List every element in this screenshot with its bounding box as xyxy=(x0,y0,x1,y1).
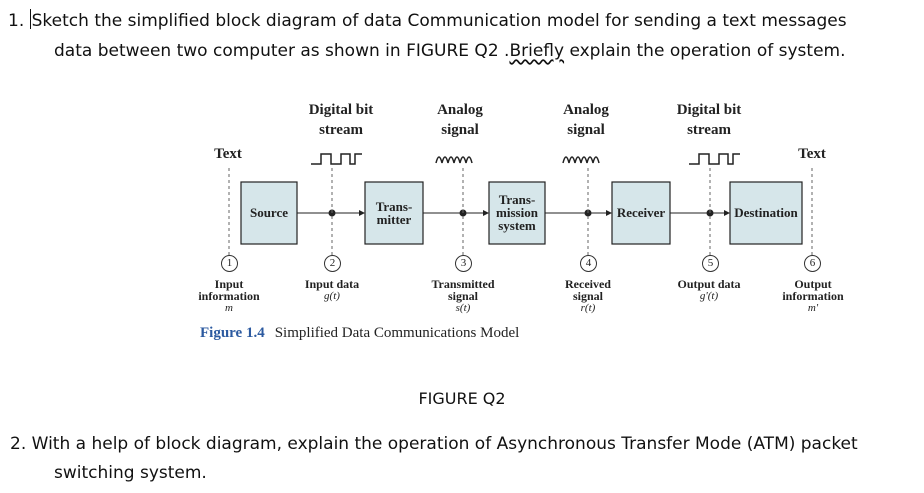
analog-wave-icon-right xyxy=(562,156,600,164)
point-marker-5: 5 xyxy=(702,255,719,272)
arrowhead-4 xyxy=(724,210,730,216)
point-3-symbol: s(t) xyxy=(455,302,471,314)
top-label-analog-signal-left: Analog signal xyxy=(437,102,483,138)
spellcheck-underlined-word[interactable]: Briefly xyxy=(509,41,565,61)
arrowhead-2 xyxy=(483,210,489,216)
point-marker-3: 3 xyxy=(455,255,472,272)
arrowhead-1 xyxy=(359,210,365,216)
figure-caption-number: Figure 1.4 xyxy=(200,325,265,341)
figure-caption: Figure 1.4 Simplified Data Communications… xyxy=(200,325,519,342)
question-1-text-pre: data between two computer as shown in FI… xyxy=(54,41,510,61)
point-1-caption: Input information m xyxy=(186,278,272,314)
question-1-line-1: 1. Sketch the simplified block diagram o… xyxy=(8,7,847,35)
block-label-destination: Destination xyxy=(734,205,798,220)
arrowhead-3 xyxy=(606,210,612,216)
text-cursor xyxy=(29,9,31,29)
point-5-caption: Output data g'(t) xyxy=(664,278,754,302)
point-2-symbol: g(t) xyxy=(324,290,340,302)
question-2-number: 2. xyxy=(10,434,27,454)
block-label-source: Source xyxy=(249,205,289,220)
point-3-caption: Transmitted signal s(t) xyxy=(418,278,508,314)
source-block xyxy=(240,181,298,245)
top-label-digital-bit-stream-right: Digital bit stream xyxy=(676,102,742,138)
analog-wave-icon-left xyxy=(435,156,473,164)
data-communications-model-figure: Text Digital bit stream Analog signal An… xyxy=(186,102,858,342)
block-label-transmitter: Trans- mitter xyxy=(375,199,413,227)
point-4-caption: Received signal r(t) xyxy=(546,278,630,314)
question-1-text-post: explain the operation of system. xyxy=(564,41,846,61)
destination-block xyxy=(729,181,803,245)
point-marker-2: 2 xyxy=(324,255,341,272)
question-2-line-1: 2. With a help of block diagram, explain… xyxy=(10,430,858,458)
block-label-transmission-system: Trans- mission system xyxy=(496,192,538,233)
question-1-number: 1. xyxy=(8,11,25,31)
point-marker-4: 4 xyxy=(580,255,597,272)
point-5-symbol: g'(t) xyxy=(699,290,719,302)
point-3-label: Transmitted signal xyxy=(431,277,495,303)
point-marker-6: 6 xyxy=(804,255,821,272)
question-2-line-2: switching system. xyxy=(54,463,207,483)
point-2-caption: Input data g(t) xyxy=(292,278,372,302)
diagram-graphics xyxy=(228,153,813,256)
question-2-text: With a help of block diagram, explain th… xyxy=(31,434,858,454)
figure-caption-text: Simplified Data Communications Model xyxy=(274,325,520,341)
figure-q2-label: FIGURE Q2 xyxy=(418,389,506,408)
top-label-text-left: Text xyxy=(214,146,242,162)
point-4-label: Received signal xyxy=(565,277,611,303)
top-label-text-right: Text xyxy=(798,146,826,162)
point-2-label: Input data xyxy=(304,277,360,291)
digital-wave-icon-right xyxy=(689,153,740,165)
point-4-symbol: r(t) xyxy=(580,302,596,314)
question-1-text: Sketch the simplified block diagram of d… xyxy=(31,11,847,31)
point-6-label: Output information xyxy=(782,277,844,303)
top-label-digital-bit-stream-left: Digital bit stream xyxy=(308,102,374,138)
transmission-system-block xyxy=(488,181,546,245)
digital-wave-icon-left xyxy=(311,153,362,165)
top-label-analog-signal-right: Analog signal xyxy=(563,102,609,138)
point-1-symbol: m xyxy=(225,302,233,314)
point-5-label: Output data xyxy=(677,277,741,291)
point-6-caption: Output information m' xyxy=(768,278,858,314)
point-marker-1: 1 xyxy=(221,255,238,272)
question-1-line-2: data between two computer as shown in FI… xyxy=(54,37,846,65)
block-label-receiver: Receiver xyxy=(616,205,666,220)
point-6-symbol: m' xyxy=(807,302,819,314)
point-1-label: Input information xyxy=(198,277,260,303)
